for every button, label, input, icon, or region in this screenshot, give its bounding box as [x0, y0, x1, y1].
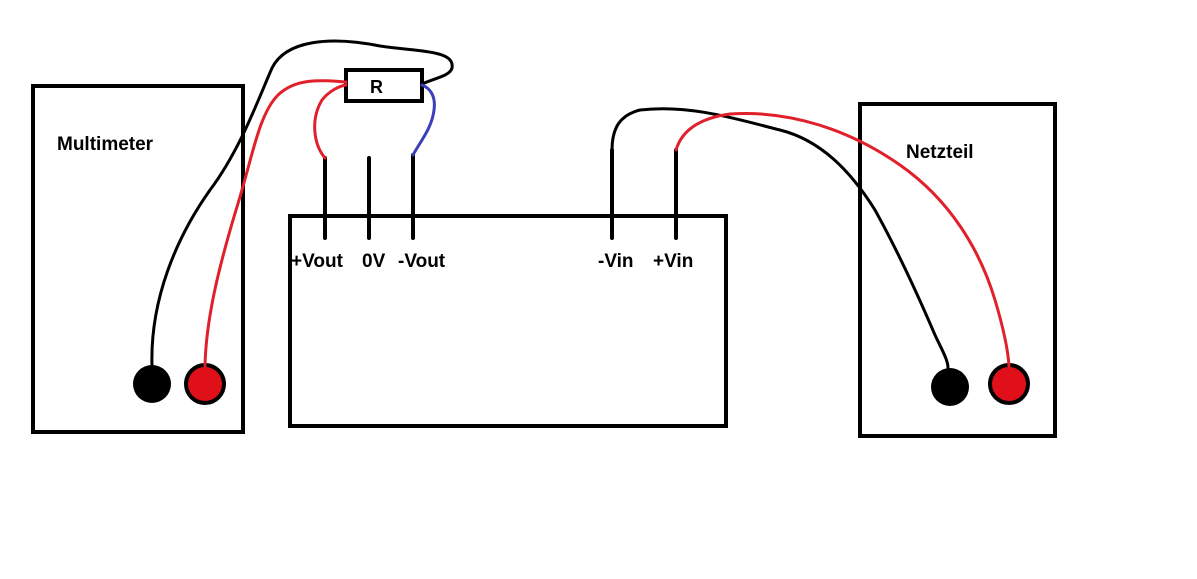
resistor-box [344, 68, 424, 103]
resistor-label: R [370, 77, 383, 97]
power-supply: Netzteil [858, 102, 1057, 438]
multimeter-red-terminal [184, 363, 226, 405]
resistor: R [344, 68, 424, 103]
multimeter-label: Multimeter [57, 134, 154, 155]
wire-vout-plus-to-resistor [313, 83, 348, 160]
converter: +Vout 0V -Vout -Vin +Vin [288, 148, 728, 428]
converter-box [288, 214, 728, 428]
power-supply-label: Netzteil [906, 142, 974, 163]
wire-multimeter-black-to-resistor [150, 39, 454, 368]
power-supply-black-terminal [931, 368, 969, 406]
label-0v: 0V [362, 251, 386, 272]
power-supply-box [858, 102, 1057, 438]
label-vin-plus: +Vin [653, 251, 693, 272]
wire-vin-minus-to-supply-black [610, 107, 950, 370]
multimeter-black-terminal [133, 365, 171, 403]
label-vout-minus: -Vout [398, 251, 446, 272]
label-vout-plus: +Vout [291, 251, 344, 272]
power-supply-red-terminal [988, 363, 1030, 405]
wire-vout-minus-to-resistor [411, 83, 436, 157]
wire-vin-plus-to-supply-red [674, 112, 1011, 368]
multimeter: Multimeter [31, 84, 245, 434]
label-vin-minus: -Vin [598, 251, 634, 272]
multimeter-box [31, 84, 245, 434]
wire-multimeter-red-to-resistor [203, 79, 348, 368]
